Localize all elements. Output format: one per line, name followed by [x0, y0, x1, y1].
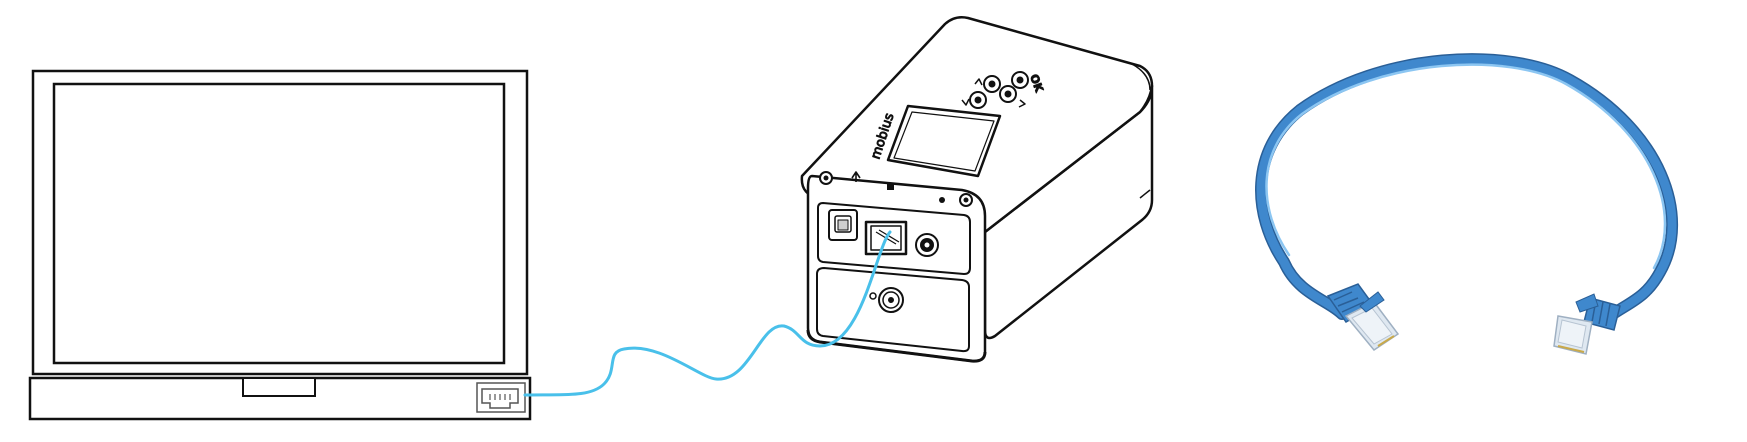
cable-loop: [1256, 54, 1677, 321]
patch-cable: [523, 230, 892, 397]
cable-loop-highlight: [1265, 63, 1667, 270]
chevron-up-icon: [974, 78, 983, 86]
rj45-port-icon: [476, 382, 526, 413]
laptop-icon: [28, 69, 532, 421]
ethernet-cable-icon: [1255, 53, 1679, 355]
control-unit-icon: mobius OK: [800, 16, 1154, 363]
rj45-plug-icon: [1553, 293, 1621, 355]
laptop-screen: [52, 82, 506, 365]
chevron-right-icon: [1018, 99, 1026, 108]
dc-jack-icon: [915, 233, 939, 257]
unit-lower-jack: [869, 287, 904, 313]
rj45-plug-icon: [1326, 283, 1400, 352]
chevron-down-icon: [961, 98, 970, 106]
usb-port-icon: [828, 209, 858, 241]
laptop-trackpad-notch: [242, 377, 316, 397]
